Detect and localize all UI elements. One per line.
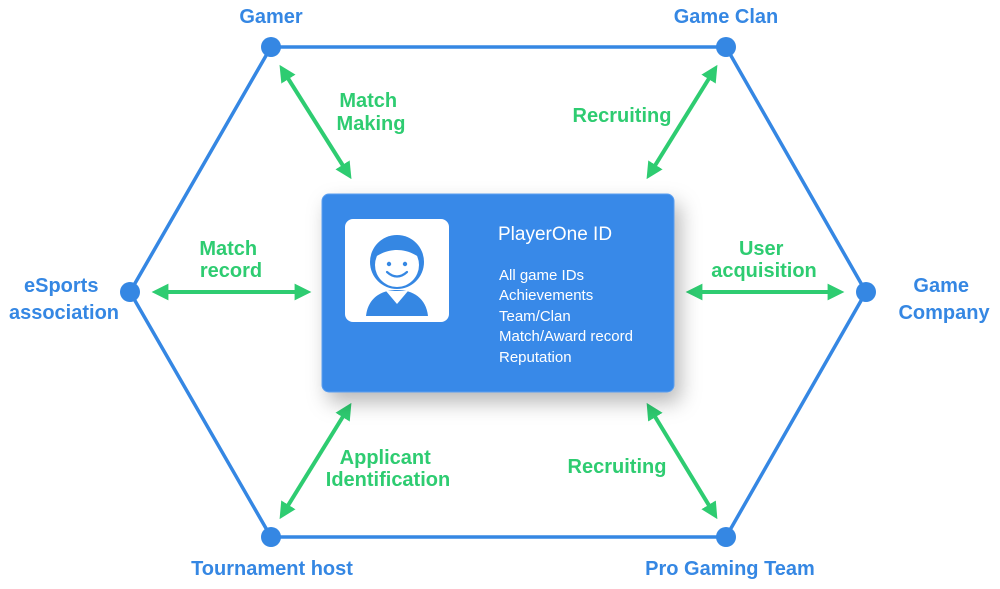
recruiting-top-arrow	[646, 64, 718, 180]
match-making-label: Match Making	[337, 90, 406, 135]
esports-association-node-dot	[120, 282, 140, 302]
applicant-identification-label: Applicant Identification	[326, 447, 450, 491]
tournament-host-label: Tournament host	[191, 558, 353, 580]
card-item: All game IDs	[499, 267, 584, 284]
game-company-node-dot	[856, 282, 876, 302]
card-item: Team/Clan	[499, 308, 571, 325]
game-company-label: Game Company	[898, 275, 990, 324]
user-acquisition-label: User acquisition	[711, 238, 817, 282]
gamer-node-dot	[261, 37, 281, 57]
tournament-host-node-dot	[261, 527, 281, 547]
player-avatar-icon	[345, 219, 449, 322]
card-title: PlayerOne ID	[498, 224, 612, 245]
match-making-arrow	[279, 64, 352, 180]
pro-gaming-team-node-dot	[716, 527, 736, 547]
applicant-identification-arrow	[279, 402, 352, 520]
card-item: Match/Award record	[499, 328, 633, 345]
card-item: Achievements	[499, 287, 593, 304]
card-item: Reputation	[499, 349, 572, 366]
playerone-id-card: PlayerOne ID All game IDs Achievements T…	[321, 193, 675, 393]
match-record-label: Match record	[199, 238, 262, 282]
game-clan-node-dot	[716, 37, 736, 57]
recruiting-bottom-arrow	[646, 402, 718, 520]
esports-association-label: eSports association	[9, 275, 119, 324]
game-clan-label: Game Clan	[674, 6, 778, 28]
recruiting-bottom-label: Recruiting	[568, 456, 667, 478]
pro-gaming-team-label: Pro Gaming Team	[645, 558, 815, 580]
recruiting-top-label: Recruiting	[573, 105, 672, 127]
gamer-label: Gamer	[239, 6, 303, 28]
card-item-list: All game IDs Achievements Team/Clan Matc…	[499, 267, 637, 366]
